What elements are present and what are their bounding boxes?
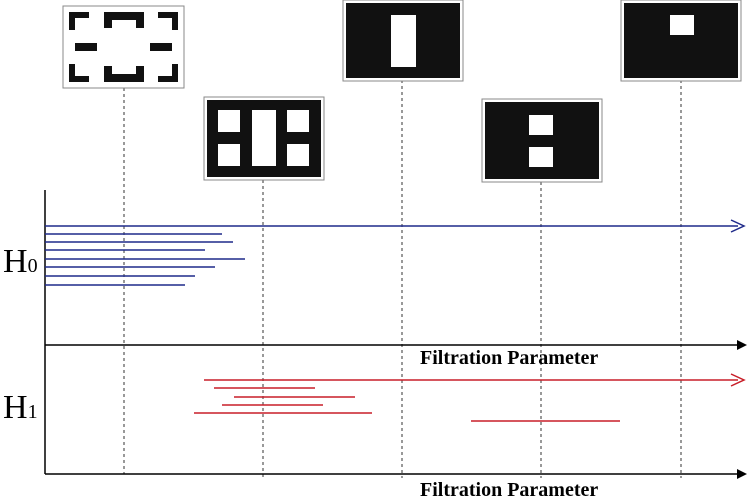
filtration-snapshot-3 <box>342 0 464 82</box>
h0-axis <box>45 340 747 350</box>
h1-bar-infinite-arrowhead <box>730 373 746 387</box>
h0-label: H0 <box>3 243 38 280</box>
axis-label-h1: Filtration Parameter <box>420 479 598 498</box>
filtration-snapshot-2 <box>203 96 325 181</box>
h1-label: H1 <box>3 389 38 426</box>
filtration-snapshot-1 <box>62 5 185 89</box>
filtration-snapshot-5 <box>620 0 742 82</box>
filtration-snapshot-4 <box>481 98 603 183</box>
h1-barcode <box>194 373 746 422</box>
h0-barcode <box>45 219 746 286</box>
filtration-guide-lines <box>123 80 682 478</box>
axis-label-h0: Filtration Parameter <box>420 347 598 369</box>
h1-axis <box>45 469 747 479</box>
h0-bar-infinite-arrowhead <box>730 219 746 233</box>
